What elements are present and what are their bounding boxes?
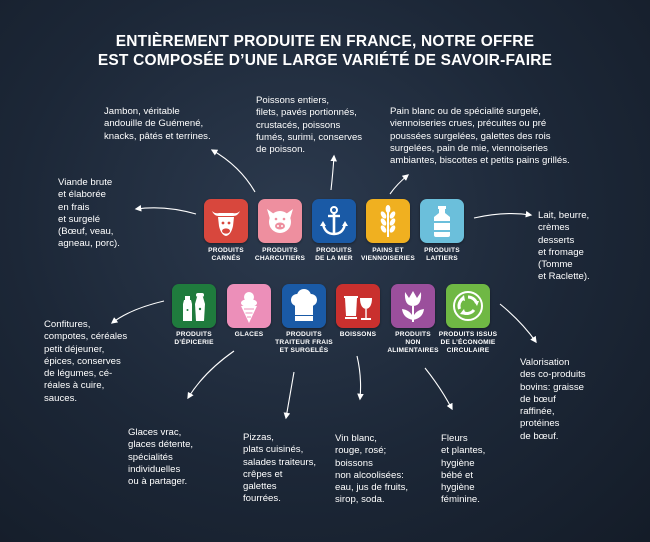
tile-produits-traiteur: [282, 284, 326, 328]
ice-cream-icon: [227, 284, 271, 328]
arrow-laitiers: [473, 210, 533, 219]
arrow-carnes: [134, 205, 197, 215]
label-produits-charcutiers: PRODUITS CHARCUTIERS: [254, 247, 306, 263]
headline-line-1: ENTIÈREMENT PRODUITE EN FRANCE, NOTRE OF…: [115, 33, 535, 50]
tile-produits-economie-circulaire: [446, 284, 490, 328]
tile-produits-carnes: [204, 199, 248, 243]
tile-pains-et-viennoiseries: [366, 199, 410, 243]
tile-produits-de-la-mer: [312, 199, 356, 243]
arrow-pains: [389, 174, 410, 195]
label-produits-carnes: PRODUITS CARNÉS: [208, 247, 244, 263]
label-produits-depicerie: PRODUITS D’ÉPICERIE: [174, 331, 214, 347]
desc-produits-traiteur: Pizzas, plats cuisinés, salades traiteur…: [243, 432, 317, 505]
tulip-icon: [391, 284, 435, 328]
label-produits-de-la-mer: PRODUITS DE LA MER: [315, 247, 353, 263]
label-produits-economie-circulaire: PRODUITS ISSUS DE L’ÉCONOMIE CIRCULAIRE: [438, 331, 498, 355]
label-glaces: GLACES: [234, 331, 264, 338]
desc-pains-et-viennoiseries: Pain blanc ou de spécialité surgelé, vie…: [390, 106, 570, 167]
desc-produits-non-alimentaires: Fleurs et plantes, hygiène bébé et hygiè…: [441, 433, 486, 506]
desc-produits-charcutiers: Jambon, véritable andouille de Guémené, …: [104, 106, 211, 142]
label-produits-laitiers: PRODUITS LAITIERS: [424, 247, 460, 263]
desc-boissons: Vin blanc, rouge, rosé; boissons non alc…: [335, 433, 409, 506]
desc-glaces: Glaces vrac, glaces détente, spécialités…: [128, 427, 194, 488]
headline: ENTIÈREMENT PRODUITE EN FRANCE, NOTRE OF…: [0, 32, 650, 70]
wheat-icon: [366, 199, 410, 243]
label-boissons: BOISSONS: [339, 331, 377, 338]
headline-line-2: EST COMPOSÉE D’UNE LARGE VARIÉTÉ DE SAVO…: [97, 52, 553, 69]
arrow-traiteur: [283, 371, 295, 420]
arrow-non-alimentaires: [424, 367, 453, 411]
arrow-glaces: [187, 350, 235, 400]
bull-head-icon: [204, 199, 248, 243]
desc-produits-carnes: Viande brute et élaborée en frais et sur…: [58, 177, 120, 250]
desc-produits-depicerie: Confitures, compotes, céréales petit déj…: [44, 319, 128, 404]
tile-glaces: [227, 284, 271, 328]
arrow-economie-circulaire: [499, 303, 537, 344]
arrow-mer: [330, 154, 337, 191]
milk-can-icon: [420, 199, 464, 243]
desc-produits-de-la-mer: Poissons entiers, filets, pavés portionn…: [256, 95, 363, 156]
tile-produits-laitiers: [420, 199, 464, 243]
desc-produits-laitiers: Lait, beurre, crèmes desserts et fromage…: [538, 210, 590, 283]
salt-pepper-icon: [172, 284, 216, 328]
tile-boissons: [336, 284, 380, 328]
arrow-boissons: [356, 355, 364, 401]
tile-produits-non-alimentaires: [391, 284, 435, 328]
label-produits-non-alimentaires: PRODUITS NON ALIMENTAIRES: [387, 331, 439, 355]
recycle-icon: [446, 284, 490, 328]
pig-head-icon: [258, 199, 302, 243]
arrow-epicerie: [110, 300, 165, 324]
tile-produits-charcutiers: [258, 199, 302, 243]
anchor-icon: [312, 199, 356, 243]
desc-produits-economie-circulaire: Valorisation des co-produits bovins: gra…: [520, 357, 586, 442]
arrow-charcutiers: [210, 149, 256, 193]
drinks-icon: [336, 284, 380, 328]
tile-produits-depicerie: [172, 284, 216, 328]
label-pains-et-viennoiseries: PAINS ET VIENNOISERIES: [361, 247, 415, 263]
chef-hat-icon: [282, 284, 326, 328]
label-produits-traiteur: PRODUITS TRAITEUR FRAIS ET SURGELÉS: [275, 331, 333, 355]
